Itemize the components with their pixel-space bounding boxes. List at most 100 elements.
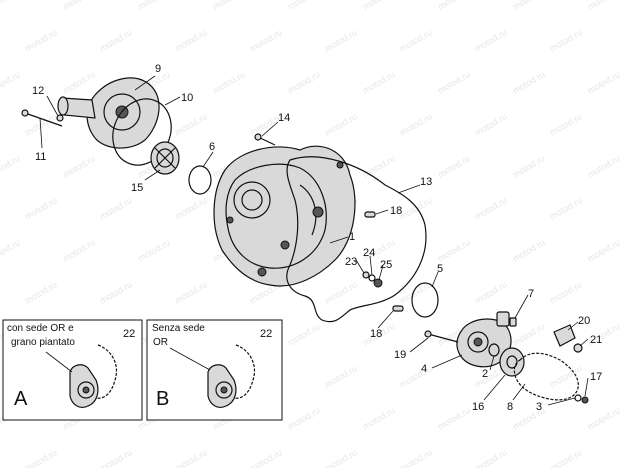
watermark-text: motod.ru <box>286 321 322 347</box>
callout-8: 8 <box>507 401 513 413</box>
watermark-text: motod.ru <box>473 447 509 468</box>
chain-tensioner <box>553 324 576 347</box>
callout-7: 7 <box>528 288 534 300</box>
watermark-text: motod.ru <box>323 363 359 389</box>
watermark-text: motod.ru <box>548 363 584 389</box>
inset-b-caption-line1: Senza sede <box>152 323 205 334</box>
pump-sprocket <box>499 347 525 377</box>
engine-side-cover <box>213 145 356 287</box>
watermark-text: motod.ru <box>173 195 209 221</box>
watermark-text: motod.ru <box>173 279 209 305</box>
small-screw <box>56 114 64 122</box>
watermark-text: motod.ru <box>361 0 397 12</box>
watermark-text: motod.ru <box>211 69 247 95</box>
watermark-text: motod.ru <box>511 69 547 95</box>
watermark-text: motod.ru <box>136 237 172 263</box>
watermark-text: motod.ru <box>398 195 434 221</box>
watermark-text: motod.ru <box>23 447 59 468</box>
callout-5: 5 <box>437 263 443 275</box>
watermark-text: motod.ru <box>173 447 209 468</box>
o-ring-5 <box>411 282 439 318</box>
drive-chain <box>513 352 579 401</box>
watermark-text: motod.ru <box>473 111 509 137</box>
callout-1: 1 <box>349 231 355 243</box>
watermark-text: motod.ru <box>61 237 97 263</box>
watermark-text: motod.ru <box>61 0 97 12</box>
watermark-text: motod.ru <box>398 363 434 389</box>
callout-11: 11 <box>35 151 46 163</box>
watermark-text: motod.ru <box>61 69 97 95</box>
callout-labels: 9 10 11 12 14 15 6 13 18 1 24 23 25 5 7 … <box>32 63 602 413</box>
watermark-text: motod.ru <box>511 153 547 179</box>
callout-18-lower: 18 <box>370 328 382 340</box>
washer-3 <box>574 394 582 402</box>
callout-21: 20 <box>578 315 590 327</box>
watermark-text: motod.ru <box>586 153 622 179</box>
pin-7 <box>509 317 517 327</box>
watermark-text: motod.ru <box>23 27 59 53</box>
callout-12: 12 <box>32 85 44 97</box>
nut-17 <box>581 396 589 404</box>
dowel-pin-upper <box>364 211 376 218</box>
watermark-text: motod.ru <box>436 0 472 12</box>
plug-23 <box>362 271 370 279</box>
watermark-text: motod.ru <box>173 111 209 137</box>
watermark-text: motod.ru <box>0 0 22 12</box>
watermark-text: motod.ru <box>473 195 509 221</box>
watermark-text: motod.ru <box>586 237 622 263</box>
pump-bolt-19 <box>424 330 459 343</box>
impeller <box>150 141 180 175</box>
callout-24: 24 <box>363 247 375 259</box>
inset-a-caption-line2: grano piantato <box>11 337 75 348</box>
cover-bolt-14 <box>254 133 276 146</box>
watermark-text: motod.ru <box>398 111 434 137</box>
leader-lines <box>39 75 589 406</box>
callout-13: 13 <box>420 176 432 188</box>
callout-3: 3 <box>536 401 542 413</box>
watermark-text: motod.ru <box>436 69 472 95</box>
callout-14: 14 <box>278 112 290 124</box>
watermark-text: motod.ru <box>361 153 397 179</box>
seal-24 <box>368 274 376 282</box>
callout-10: 10 <box>181 92 193 104</box>
watermark-text: motod.ru <box>398 447 434 468</box>
watermark-text: motod.ru <box>436 153 472 179</box>
watermark-text: motod.ru <box>248 27 284 53</box>
callout-20: 21 <box>590 334 602 346</box>
watermark-text: motod.ru <box>511 237 547 263</box>
watermark-text: motod.ru <box>0 153 22 179</box>
watermark-text: motod.ru <box>248 447 284 468</box>
watermark-text: motod.ru <box>61 153 97 179</box>
inset-a-letter: A <box>14 388 28 410</box>
watermark-text: motod.ru <box>548 447 584 468</box>
callout-17: 17 <box>590 371 602 383</box>
watermark-text: motod.ru <box>136 0 172 12</box>
watermark-text: motod.ru <box>548 27 584 53</box>
watermark-text: motod.ru <box>323 279 359 305</box>
watermark-text: motod.ru <box>0 237 22 263</box>
watermark-text: motod.ru <box>98 195 134 221</box>
watermark-text: motod.ru <box>511 0 547 12</box>
watermark-text: motod.ru <box>98 27 134 53</box>
water-pump-cover <box>57 77 160 149</box>
watermark-text: motod.ru <box>286 405 322 431</box>
watermark-text: motod.ru <box>548 111 584 137</box>
plug-25 <box>373 278 383 288</box>
inset-b: Senza sede OR 22 B <box>146 319 283 421</box>
callout-2: 2 <box>482 368 488 380</box>
watermark-text: motod.ru <box>23 279 59 305</box>
watermark-text: motod.ru <box>436 405 472 431</box>
inset-b-caption-line2: OR <box>153 337 168 348</box>
watermark-text: motod.ru <box>473 27 509 53</box>
watermark-text: motod.ru <box>286 0 322 12</box>
inset-b-letter: B <box>156 388 169 410</box>
inset-b-part-label: 22 <box>260 328 272 340</box>
watermark-text: motod.ru <box>23 195 59 221</box>
watermark-text: motod.ru <box>211 0 247 12</box>
watermark-text: motod.ru <box>361 69 397 95</box>
cover-bolt <box>21 109 63 127</box>
watermark-text: motod.ru <box>98 279 134 305</box>
watermark-text: motod.ru <box>323 111 359 137</box>
watermark-text: motod.ru <box>398 27 434 53</box>
